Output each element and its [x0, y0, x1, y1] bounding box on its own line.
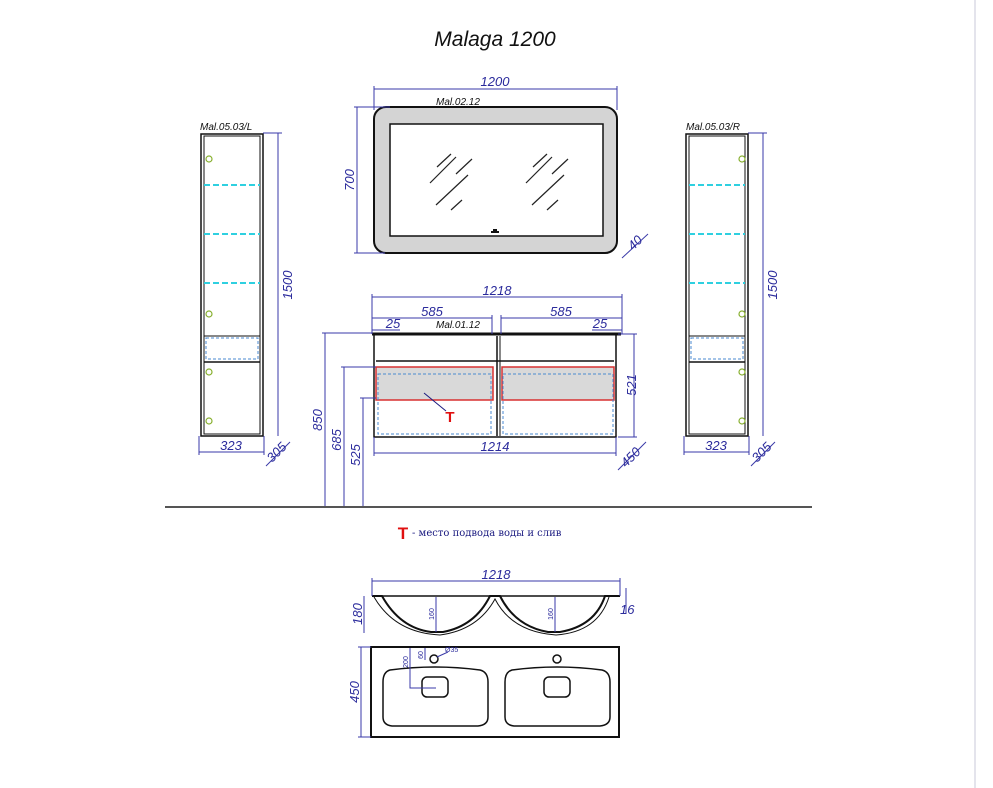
mirror-height-dim: 700: [342, 168, 357, 190]
tap-hole: [429, 654, 439, 664]
right-cabinet-width-dim: 323: [705, 438, 727, 453]
left-basin: [382, 666, 489, 727]
legend-text: - место подвода воды и слив: [412, 528, 562, 539]
mount-height-685-dim: 685: [329, 428, 344, 450]
hinge-icon: [738, 155, 746, 425]
left-offset-dim: 25: [385, 316, 401, 331]
sink-side-view: 1218 180 160 160 16: [350, 567, 635, 636]
right-cabinet-height-dim: 1500: [765, 270, 780, 300]
left-tall-cabinet: Mal.05.03/L 1500 323 305: [198, 122, 295, 467]
vanity-bottom-width-dim: 1214: [481, 439, 510, 454]
left-section-dim: 585: [421, 304, 443, 319]
mirror-width-dim: 1200: [481, 74, 511, 89]
mirror-glass: [389, 123, 604, 237]
right-cabinet-label: Mal.05.03/R: [686, 122, 740, 133]
right-tall-cabinet: Mal.05.03/R 1500 323 305: [683, 122, 780, 467]
light-sensor-icon: [491, 229, 499, 233]
sink-rim-dim: 16: [620, 602, 635, 617]
glass-reflection-icon: [429, 153, 569, 211]
drawer-left: [375, 366, 494, 401]
mirror-depth-dim: 40: [625, 232, 646, 253]
vanity-unit: T Mal.01.12 1218 585 585 25 25 1214 521 …: [310, 283, 647, 507]
tap-hole: [552, 654, 562, 664]
vanity-height-dim: 521: [624, 374, 639, 396]
inner-drawer: [205, 337, 259, 360]
legend: T - место подвода воды и слив: [398, 524, 562, 543]
sink-height-dim: 180: [350, 602, 365, 624]
left-cabinet-width-dim: 323: [220, 438, 242, 453]
right-cabinet-depth-dim: 305: [749, 439, 775, 465]
left-cabinet-height-dim: 1500: [280, 270, 295, 300]
left-bowl-depth-dim: 160: [429, 608, 436, 620]
right-offset-dim: 25: [592, 316, 608, 331]
right-section-dim: 585: [550, 304, 572, 319]
sink-depth-dim: 450: [347, 680, 362, 702]
mirror-label: Mal.02.12: [436, 97, 480, 108]
sink-width-dim: 1218: [482, 567, 512, 582]
mirror: 1200 Mal.02.12 700 40: [342, 74, 649, 259]
legend-marker: T: [398, 524, 409, 543]
right-basin: [504, 666, 611, 727]
drain-offset-dim: 200: [403, 656, 410, 668]
hinge-icon: [205, 155, 213, 425]
page-title: Malaga 1200: [434, 28, 556, 51]
inner-drawer: [690, 337, 744, 360]
sink-top-view: 200 60 Ø35 450: [347, 646, 620, 738]
hole-offset-dim: 60: [418, 651, 425, 659]
hole-diameter-dim: Ø35: [445, 647, 458, 654]
mount-height-525-dim: 525: [348, 443, 363, 465]
drawer-right: [501, 366, 615, 401]
right-drain: [543, 676, 571, 698]
vanity-top-width-dim: 1218: [483, 283, 513, 298]
left-cabinet-depth-dim: 305: [264, 439, 290, 465]
mount-height-850-dim: 850: [310, 408, 325, 430]
left-cabinet-label: Mal.05.03/L: [200, 122, 252, 133]
left-drain: [421, 676, 449, 698]
vanity-label: Mal.01.12: [436, 320, 480, 331]
right-bowl-depth-dim: 160: [548, 608, 555, 620]
water-supply-marker: T: [445, 409, 454, 426]
